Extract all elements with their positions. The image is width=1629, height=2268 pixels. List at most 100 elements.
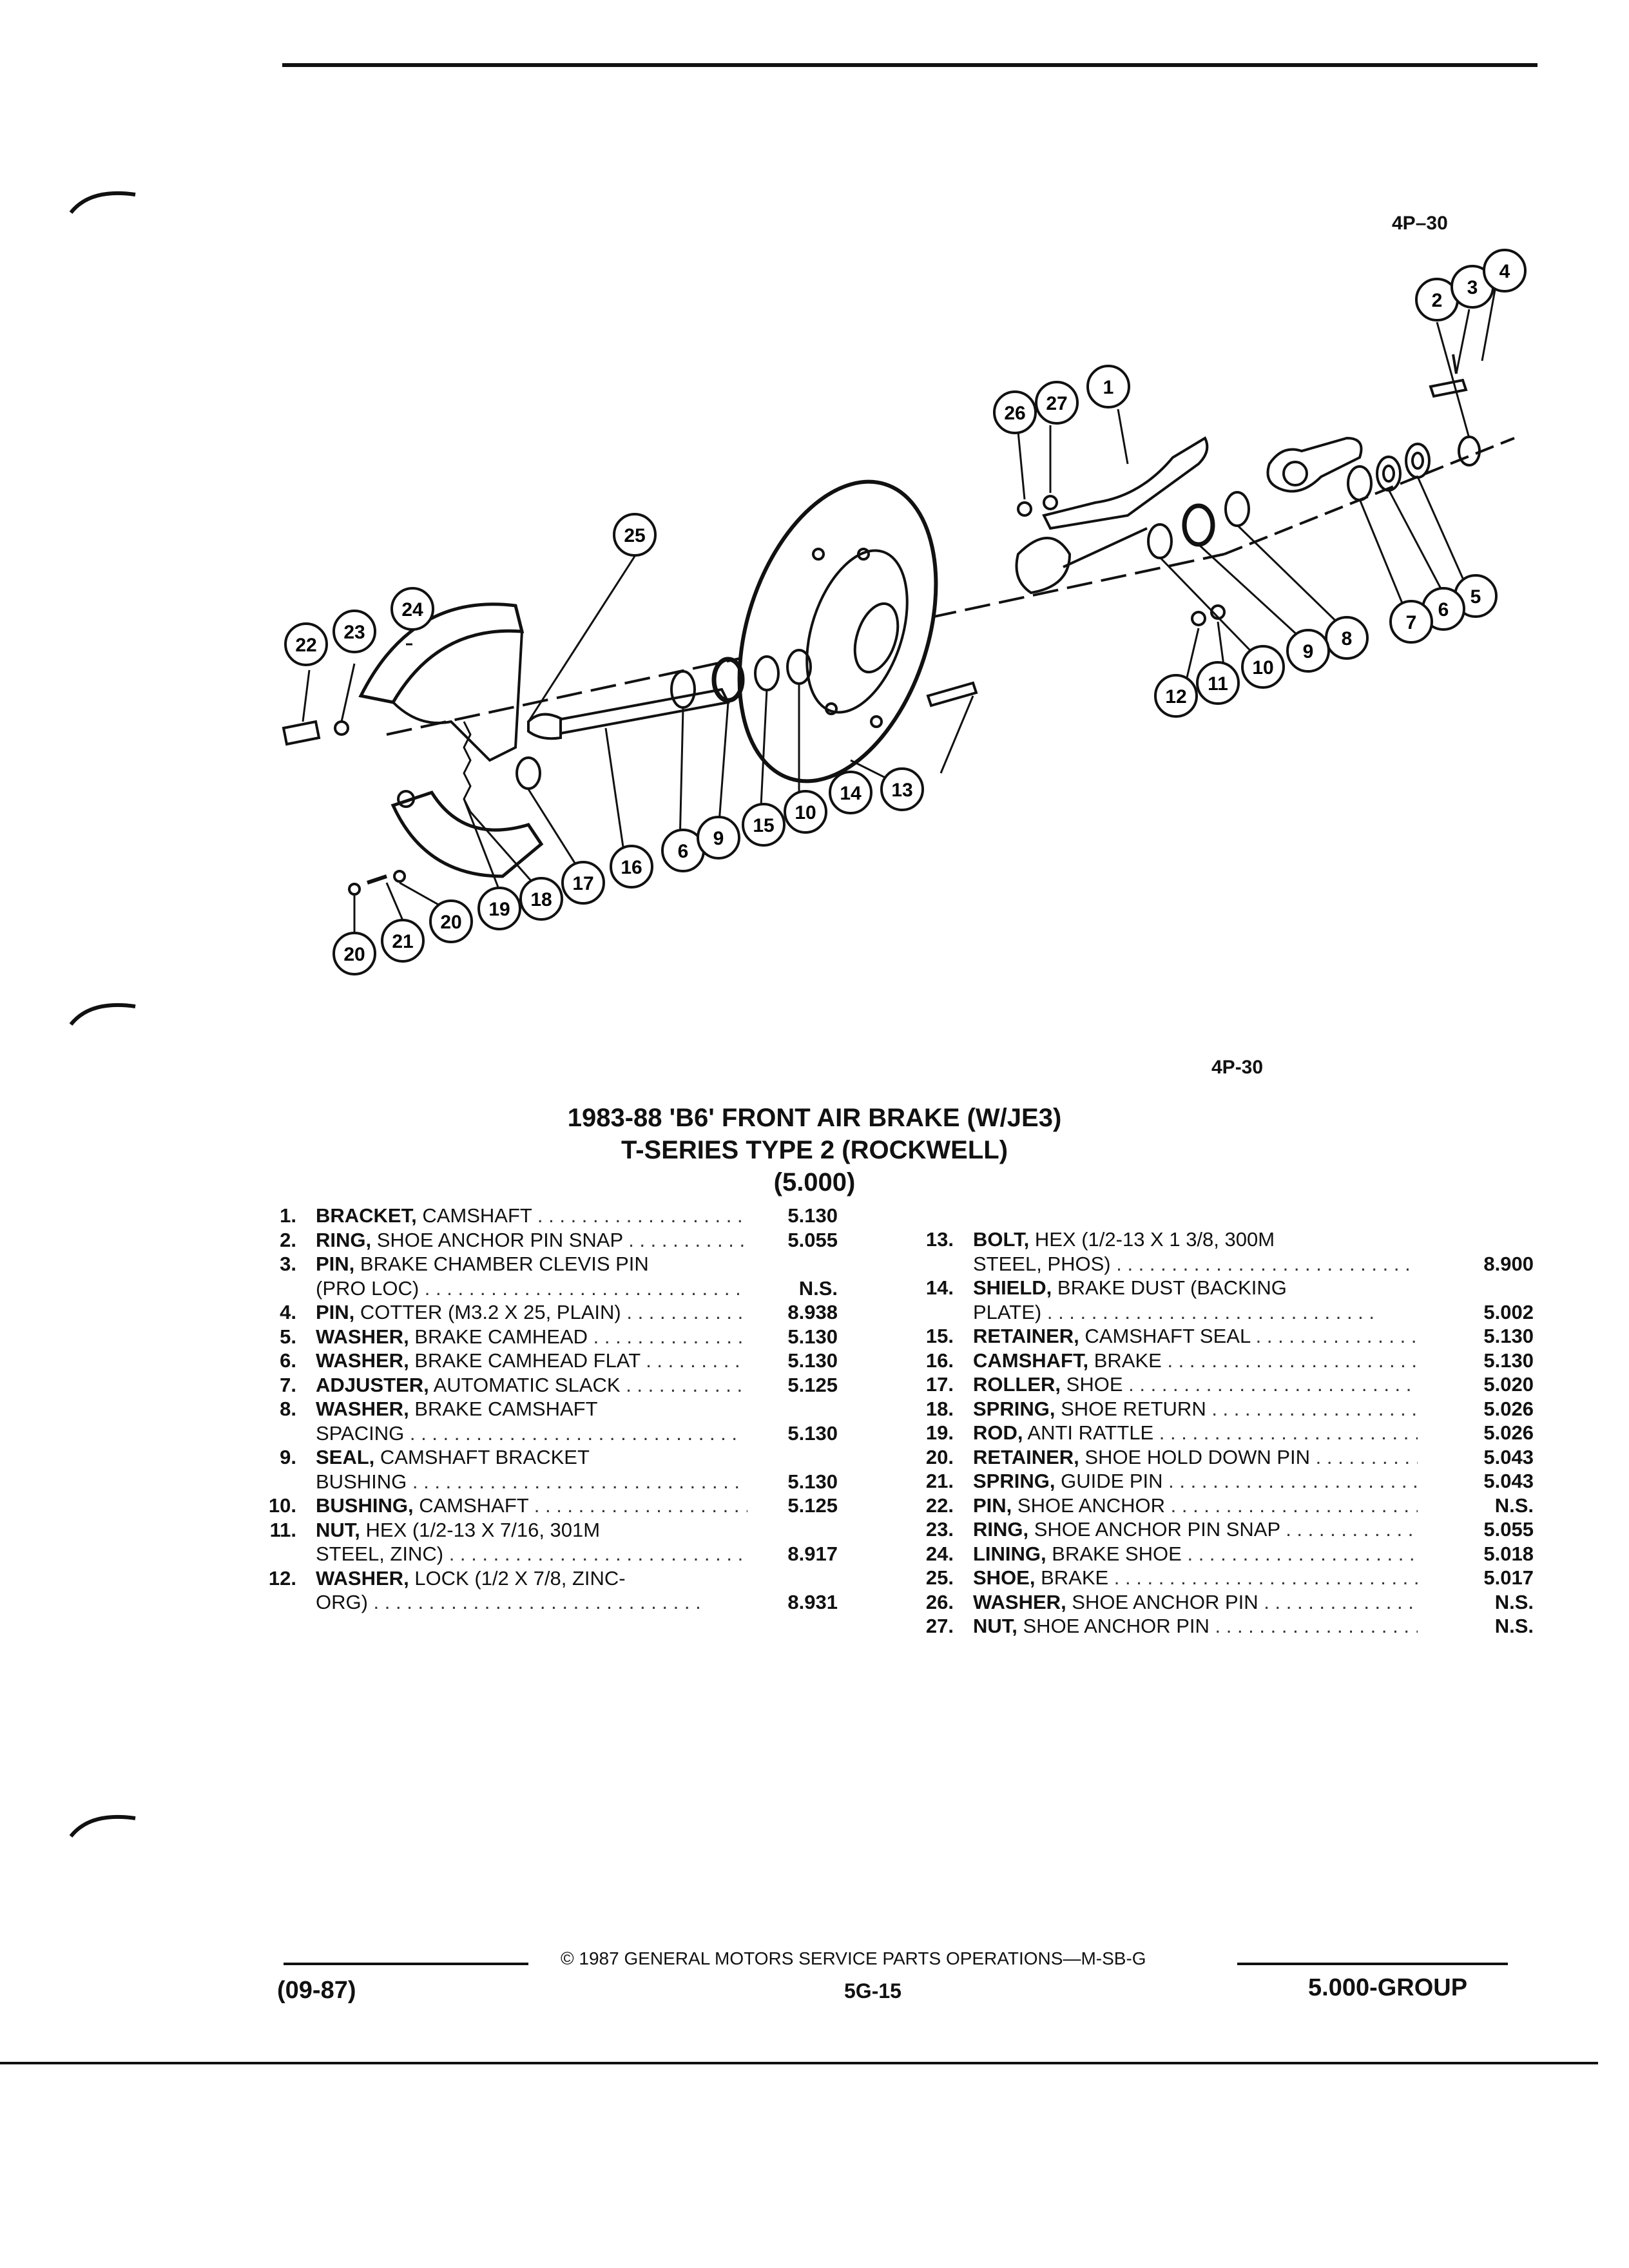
part-detail: ORG) xyxy=(316,1591,368,1613)
dot-leader: . . . . . . . . . . . . . . . . . . . . … xyxy=(1211,1397,1418,1420)
part-row: N.S.(PRO LOC) . . . . . . . . . . . . . … xyxy=(258,1276,838,1301)
part-description: BUSHING . . . . . . . . . . . . . . . . … xyxy=(316,1470,747,1494)
dot-leader: . . . . . . . . . . . . . . . . . . . . … xyxy=(537,1204,747,1227)
callout-7: 7 xyxy=(1389,600,1433,644)
dot-leader: . . . . . . . . . . . . . . . . . . . . … xyxy=(1110,1252,1418,1275)
callout-label: 25 xyxy=(624,525,645,546)
part-name: SPRING, xyxy=(973,1470,1055,1492)
footer-rule-right xyxy=(1237,1963,1508,1965)
dot-leader: . . . . . . . . . . . . . . . . . . . . … xyxy=(626,1301,747,1323)
dot-leader: . . . . . . . . . . . . . . . . . . . . … xyxy=(367,1591,701,1613)
part-number: 13. xyxy=(925,1228,954,1251)
callout-6: 6 xyxy=(661,829,705,872)
figure-code-top: 4P–30 xyxy=(1392,213,1448,234)
dot-leader: . . . . . . . . . . . . . . . . . . . . … xyxy=(404,1421,738,1445)
part-detail: HEX (1/2-13 X 1 3/8, 300M xyxy=(1029,1228,1275,1251)
part-description: BOLT, HEX (1/2-13 X 1 3/8, 300M xyxy=(973,1227,1418,1252)
callout-label: 19 xyxy=(488,899,510,920)
part-detail: ANTI RATTLE xyxy=(1023,1421,1154,1444)
part-detail: BRAKE CAMHEAD xyxy=(409,1325,588,1348)
callout-6: 6 xyxy=(1422,587,1465,631)
part-name: RETAINER, xyxy=(973,1445,1079,1468)
callout-27: 27 xyxy=(1035,381,1079,425)
part-number: 10. xyxy=(268,1494,296,1517)
callout-label: 15 xyxy=(753,815,774,836)
part-number: 26. xyxy=(925,1590,954,1613)
callout-14: 14 xyxy=(829,771,872,814)
part-number: 6. xyxy=(280,1349,296,1372)
part-description: RING, SHOE ANCHOR PIN SNAP . . . . . . .… xyxy=(973,1517,1418,1542)
part-name: BUSHING, xyxy=(316,1494,414,1517)
part-number: 4. xyxy=(280,1301,296,1323)
group-reference: 5.018 xyxy=(1483,1542,1534,1565)
callout-16: 16 xyxy=(610,845,653,889)
copyright-line: © 1987 GENERAL MOTORS SERVICE PARTS OPER… xyxy=(561,1948,1146,1968)
part-description: BRACKET, CAMSHAFT . . . . . . . . . . . … xyxy=(316,1204,747,1228)
part-row: 3.PIN, BRAKE CHAMBER CLEVIS PIN xyxy=(258,1252,838,1276)
part-name: SPRING, xyxy=(973,1397,1055,1420)
part-description: ADJUSTER, AUTOMATIC SLACK . . . . . . . … xyxy=(316,1373,747,1398)
margin-mark xyxy=(69,1003,136,1026)
part-name: SHIELD, xyxy=(973,1276,1052,1299)
dot-leader: . . . . . . . . . . . . . . . . . . . . … xyxy=(443,1542,747,1565)
callout-24: 24 xyxy=(390,587,434,631)
dot-leader: . . . . . . . . . . . . . . . . . . . . … xyxy=(626,1373,747,1396)
group-reference: 5.020 xyxy=(1483,1373,1534,1396)
group-reference: 5.125 xyxy=(787,1373,838,1396)
diagram-title-line-2: T-SERIES TYPE 2 (ROCKWELL) xyxy=(621,1136,1008,1164)
callout-9: 9 xyxy=(697,816,740,860)
callout-11: 11 xyxy=(1196,661,1240,705)
group-reference: 5.043 xyxy=(1483,1470,1534,1492)
dot-leader: . . . . . . . . . . . . . . . . . . . . … xyxy=(1215,1615,1418,1637)
dot-leader: . . . . . . . . . . . . . . . . . . . . … xyxy=(1108,1566,1418,1589)
part-name: ROD, xyxy=(973,1421,1023,1444)
callout-label: 6 xyxy=(1438,599,1449,620)
callout-label: 22 xyxy=(295,635,316,656)
callout-label: 17 xyxy=(572,873,593,894)
part-description: CAMSHAFT, BRAKE . . . . . . . . . . . . … xyxy=(973,1349,1418,1373)
callout-10: 10 xyxy=(784,790,827,834)
part-detail: CAMSHAFT SEAL xyxy=(1079,1325,1251,1347)
callout-label: 18 xyxy=(530,889,552,910)
part-detail: SHOE RETURN xyxy=(1055,1397,1206,1420)
part-row: 14.SHIELD, BRAKE DUST (BACKING xyxy=(915,1276,1534,1300)
part-description: ROD, ANTI RATTLE . . . . . . . . . . . .… xyxy=(973,1421,1418,1445)
dot-leader: . . . . . . . . . . . . . . . . . . . . … xyxy=(1167,1349,1418,1372)
part-name: WASHER, xyxy=(973,1590,1066,1613)
bottom-rule xyxy=(0,2062,1598,2064)
callout-22: 22 xyxy=(284,622,328,666)
part-description: PLATE) . . . . . . . . . . . . . . . . .… xyxy=(973,1300,1418,1325)
callout-20: 20 xyxy=(429,899,473,943)
part-detail: STEEL, ZINC) xyxy=(316,1542,444,1565)
group-label: 5.000-GROUP xyxy=(1308,1974,1468,2001)
dot-leader: . . . . . . . . . . . . . . . . . . . . … xyxy=(628,1228,747,1251)
part-row: 9.SEAL, CAMSHAFT BRACKET xyxy=(258,1445,838,1470)
part-detail: SPACING xyxy=(316,1421,405,1445)
callout-26: 26 xyxy=(993,390,1037,434)
part-detail: SHOE HOLD DOWN PIN xyxy=(1079,1445,1311,1468)
group-reference: 5.125 xyxy=(787,1494,838,1517)
dot-leader: . . . . . . . . . . . . . . . . . . . . … xyxy=(1286,1518,1418,1541)
part-detail: SHOE ANCHOR xyxy=(1012,1494,1166,1517)
part-number: 22. xyxy=(925,1494,954,1517)
part-description: SHOE, BRAKE . . . . . . . . . . . . . . … xyxy=(973,1566,1418,1590)
part-name: BOLT, xyxy=(973,1228,1030,1251)
callout-label: 9 xyxy=(1303,641,1314,662)
callout-label: 4 xyxy=(1499,261,1510,282)
dot-leader: . . . . . . . . . . . . . . . . . . . . … xyxy=(1159,1421,1418,1444)
figure-code-bottom: 4P-30 xyxy=(1211,1057,1264,1078)
part-description: BUSHING, CAMSHAFT . . . . . . . . . . . … xyxy=(316,1494,747,1518)
part-name: WASHER, xyxy=(316,1566,409,1590)
part-number: 1. xyxy=(280,1204,296,1227)
callout-label: 21 xyxy=(392,931,413,952)
part-detail: PLATE) xyxy=(973,1300,1042,1323)
part-name: NUT, xyxy=(316,1518,360,1541)
callout-9: 9 xyxy=(1286,629,1330,673)
